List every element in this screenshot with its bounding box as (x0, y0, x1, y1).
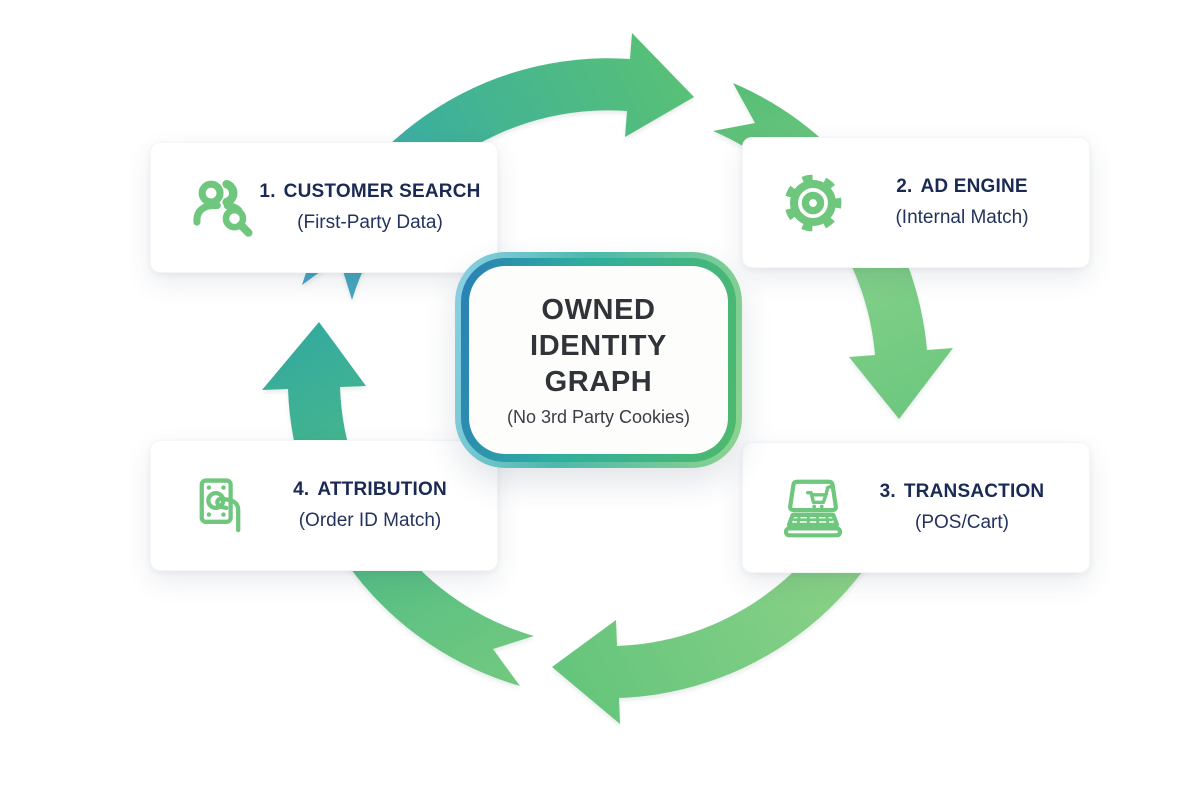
step-subtitle: (Order ID Match) (298, 510, 442, 531)
cycle-arrow-segment-right (713, 83, 953, 419)
step-title: ATTRIBUTION (317, 479, 447, 500)
step-card-ad-engine: 2. AD ENGINE (Internal Match) (742, 137, 1090, 268)
step-subtitle: (First-Party Data) (297, 212, 443, 233)
step-number: 2. (896, 176, 913, 197)
step-card-attribution: 4. ATTRIBUTION (Order ID Match) (150, 440, 498, 571)
center-title-line-3: GRAPH (544, 366, 653, 398)
step-number: 1. (259, 181, 276, 202)
center-title-line-2: IDENTITY (530, 330, 667, 362)
step-title: CUSTOMER SEARCH (283, 181, 481, 202)
people-search-icon (185, 172, 257, 244)
money-hand-icon (185, 470, 257, 542)
center-subtitle: (No 3rd Party Cookies) (506, 407, 691, 427)
laptop-cart-icon (777, 472, 849, 544)
step-number: 3. (879, 481, 896, 502)
step-subtitle: (Internal Match) (895, 207, 1029, 228)
step-title: AD ENGINE (920, 176, 1028, 197)
gear-icon (777, 167, 849, 239)
step-card-customer-search: 1. CUSTOMER SEARCH (First-Party Data) (150, 142, 498, 273)
center-box-content: OWNED IDENTITY GRAPH (No 3rd Party Cooki… (469, 266, 728, 454)
step-title: TRANSACTION (903, 481, 1045, 502)
cycle-arrow-segment-top (302, 33, 694, 300)
center-box-border: OWNED IDENTITY GRAPH (No 3rd Party Cooki… (461, 258, 736, 462)
owned-identity-graph-box: OWNED IDENTITY GRAPH (No 3rd Party Cooki… (455, 252, 742, 468)
step-number: 4. (293, 479, 310, 500)
cycle-arrow-segment-left (262, 322, 534, 686)
step-subtitle: (POS/Cart) (915, 512, 1009, 533)
center-title-line-1: OWNED (541, 294, 656, 326)
cycle-arrow-segment-bottom (552, 443, 918, 724)
step-card-transaction: 3. TRANSACTION (POS/Cart) (742, 442, 1090, 573)
